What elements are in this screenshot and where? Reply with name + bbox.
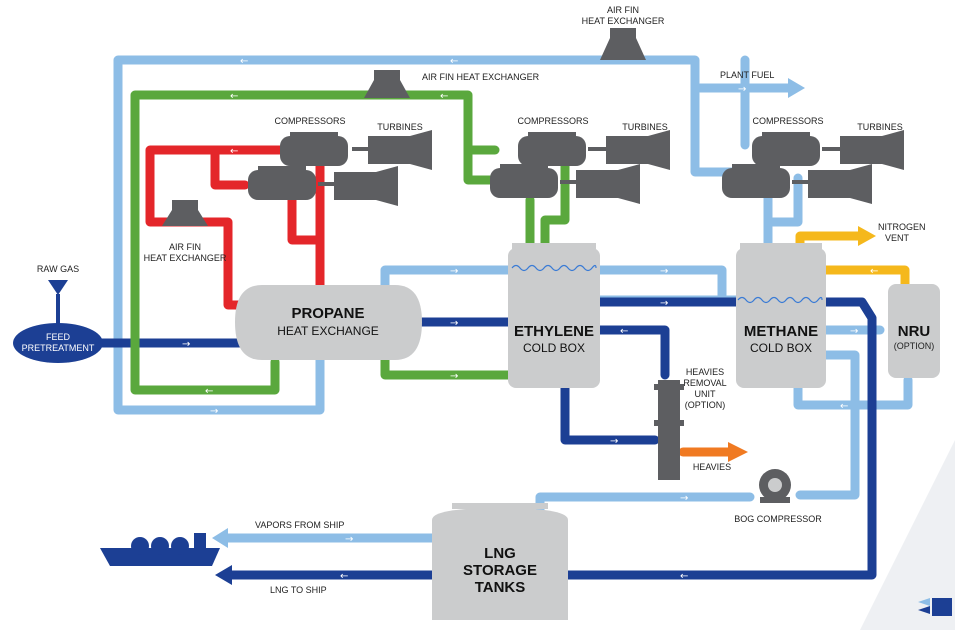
nitrogen-vent-label-1: NITROGEN xyxy=(878,222,926,232)
svg-text:→: → xyxy=(450,266,458,277)
lng-tank-label-3: TANKS xyxy=(475,579,526,596)
svg-text:→: → xyxy=(680,493,688,504)
svg-text:←: ← xyxy=(840,401,848,412)
ethylene-compressors xyxy=(490,132,586,198)
turbines-label-ethylene: TURBINES xyxy=(622,122,668,132)
nitrogen-vent-arrow xyxy=(858,226,876,246)
svg-text:→: → xyxy=(450,318,458,329)
heavies-arrow xyxy=(728,442,748,462)
turbines-label-propane: TURBINES xyxy=(377,122,423,132)
compressors-label-ethylene: COMPRESSORS xyxy=(517,116,588,126)
air-fin-left-label-1: AIR FIN xyxy=(169,242,201,252)
svg-text:←: ← xyxy=(680,571,688,582)
svg-text:←: ← xyxy=(230,146,238,157)
feed-label-1: FEED xyxy=(46,332,71,342)
air-fin-left xyxy=(162,200,208,226)
feed-label-2: PRETREATMENT xyxy=(22,343,95,353)
svg-text:←: ← xyxy=(240,56,248,67)
lng-storage-tank xyxy=(432,503,568,620)
vapors-from-ship-label: VAPORS FROM SHIP xyxy=(255,520,344,530)
svg-text:→: → xyxy=(738,84,746,95)
svg-text:→: → xyxy=(610,436,618,447)
raw-gas-inlet xyxy=(48,280,68,324)
heavies-unit-label-4: (OPTION) xyxy=(685,400,726,410)
nitrogen-vent-label-2: VENT xyxy=(885,233,910,243)
vapors-arrow xyxy=(212,528,228,548)
air-fin-top-label-1: AIR FIN xyxy=(607,5,639,15)
methane-title: METHANE xyxy=(744,323,818,340)
svg-text:→: → xyxy=(660,298,668,309)
propane-turbines xyxy=(318,130,432,206)
svg-text:→: → xyxy=(660,266,668,277)
lng-tank-label-2: STORAGE xyxy=(463,562,537,579)
green-pipes xyxy=(130,90,570,395)
methane-turbines xyxy=(792,130,904,204)
propane-heat-exchanger xyxy=(235,285,422,360)
svg-text:←: ← xyxy=(340,571,348,582)
ethylene-title: ETHYLENE xyxy=(514,323,594,340)
nru-vessel xyxy=(888,284,940,378)
lng-to-ship-label: LNG TO SHIP xyxy=(270,585,327,595)
propane-compressors xyxy=(248,132,348,200)
air-fin-middle xyxy=(364,70,410,98)
flow-markers: ← ← ← ← ← → → → → → → → ← → → → ← ← → → … xyxy=(182,56,878,582)
air-fin-top-label-2: HEAT EXCHANGER xyxy=(582,16,665,26)
heavies-unit-label-3: UNIT xyxy=(695,389,716,399)
svg-text:→: → xyxy=(345,534,353,545)
ethylene-refrigerant-loop xyxy=(130,90,500,395)
compressors-label-methane: COMPRESSORS xyxy=(752,116,823,126)
ethylene-cold-box xyxy=(508,243,600,388)
bog-compressor xyxy=(759,469,791,503)
nru-title: NRU xyxy=(898,323,931,340)
air-fin-top xyxy=(600,28,646,60)
svg-text:→: → xyxy=(450,371,458,382)
svg-text:←: ← xyxy=(620,326,628,337)
raw-gas-label: RAW GAS xyxy=(37,264,79,274)
bog-return-pipe xyxy=(795,350,860,500)
air-fin-left-label-2: HEAT EXCHANGER xyxy=(144,253,227,263)
svg-text:←: ← xyxy=(440,91,448,102)
outer-air-fin-loop-pipe xyxy=(113,55,740,410)
svg-text:→: → xyxy=(182,339,190,350)
ethylene-subtitle: COLD BOX xyxy=(523,341,585,355)
methane-compressors xyxy=(722,132,820,198)
nru-subtitle: (OPTION) xyxy=(894,341,935,351)
methane-cold-box xyxy=(736,243,826,388)
air-fin-mid-label: AIR FIN HEAT EXCHANGER xyxy=(422,72,540,82)
svg-text:←: ← xyxy=(230,91,238,102)
heavies-unit-label-1: HEAVIES xyxy=(686,367,724,377)
company-logo xyxy=(918,598,952,616)
svg-text:←: ← xyxy=(870,266,878,277)
svg-text:←: ← xyxy=(205,386,213,397)
turbines-label-methane: TURBINES xyxy=(857,122,903,132)
svg-text:→: → xyxy=(210,406,218,417)
lng-ship-icon xyxy=(100,533,220,566)
heavies-unit-label-2: REMOVAL xyxy=(683,378,726,388)
propane-subtitle: HEAT EXCHANGE xyxy=(277,324,379,338)
plant-fuel-label: PLANT FUEL xyxy=(720,70,774,80)
corner-decoration xyxy=(860,440,955,630)
ethylene-turbines xyxy=(560,130,670,204)
feed-pretreatment xyxy=(13,323,103,363)
svg-text:→: → xyxy=(850,326,858,337)
compressors-label-propane: COMPRESSORS xyxy=(274,116,345,126)
propane-title: PROPANE xyxy=(291,305,364,322)
plant-fuel-arrow xyxy=(788,78,805,98)
bog-compressor-label: BOG COMPRESSOR xyxy=(734,514,822,524)
lng-to-ship-arrow xyxy=(215,565,232,585)
heavies-label: HEAVIES xyxy=(693,462,731,472)
lng-tank-label-1: LNG xyxy=(484,545,516,562)
methane-subtitle: COLD BOX xyxy=(750,341,812,355)
svg-text:←: ← xyxy=(450,56,458,67)
heavies-removal-column xyxy=(654,380,684,480)
